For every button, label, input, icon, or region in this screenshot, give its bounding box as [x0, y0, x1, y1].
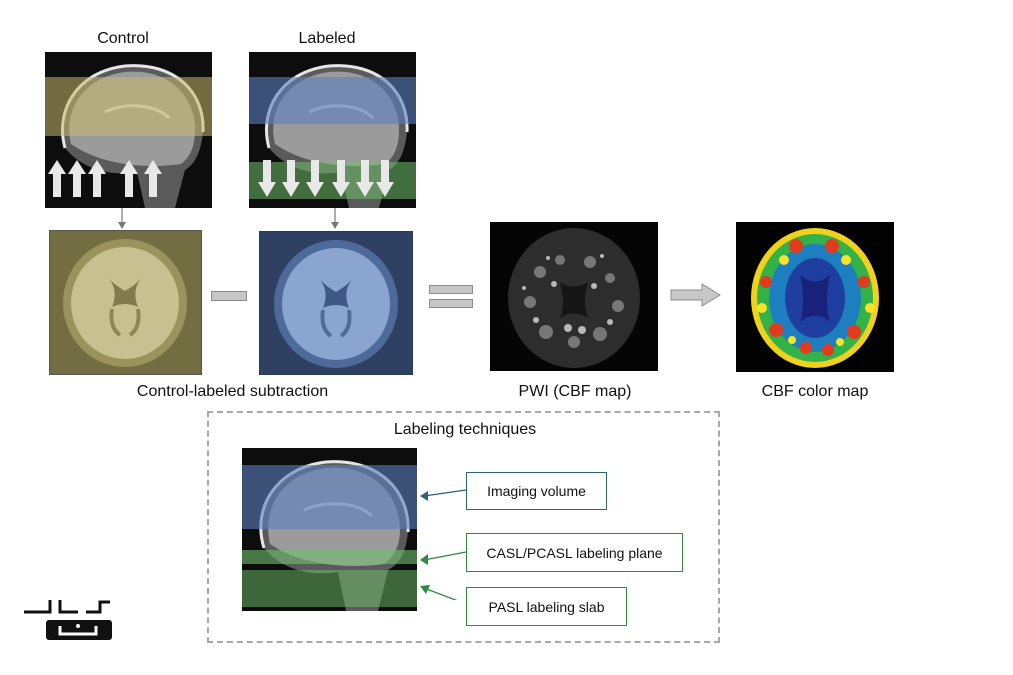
- pasl-callout: PASL labeling slab: [466, 587, 627, 626]
- up-arrows-icon: [48, 160, 162, 197]
- right-arrow-icon: [670, 283, 721, 307]
- callout-connectors: [420, 489, 467, 600]
- control-sagittal-image: [45, 52, 212, 208]
- equals-icon-top: [429, 285, 473, 294]
- labeling-techniques-box: [207, 411, 720, 643]
- techniques-sagittal-image: [242, 448, 417, 611]
- down-arrows-icon: [258, 160, 394, 197]
- watermark-logo: [24, 600, 112, 640]
- control-label: Control: [97, 30, 149, 47]
- labeled-sagittal-image: [249, 52, 416, 208]
- imaging-volume-callout: Imaging volume: [466, 472, 607, 510]
- cbf-color-map-image: [736, 222, 894, 372]
- labeled-axial-image: [259, 231, 413, 375]
- control-down-connector: [118, 208, 126, 229]
- subtraction-label: Control-labeled subtraction: [136, 383, 329, 400]
- labeled-label: Labeled: [298, 30, 356, 47]
- minus-icon: [211, 291, 247, 301]
- cbf-color-map-label: CBF color map: [761, 383, 869, 400]
- equals-icon: [429, 299, 473, 308]
- pwi-label: PWI (CBF map): [518, 383, 632, 400]
- labeled-down-connector: [331, 208, 339, 229]
- control-axial-image: [49, 230, 202, 375]
- casl-pcasl-callout: CASL/PCASL labeling plane: [466, 533, 683, 572]
- labeling-techniques-title: Labeling techniques: [393, 421, 537, 438]
- pwi-image: [490, 222, 658, 371]
